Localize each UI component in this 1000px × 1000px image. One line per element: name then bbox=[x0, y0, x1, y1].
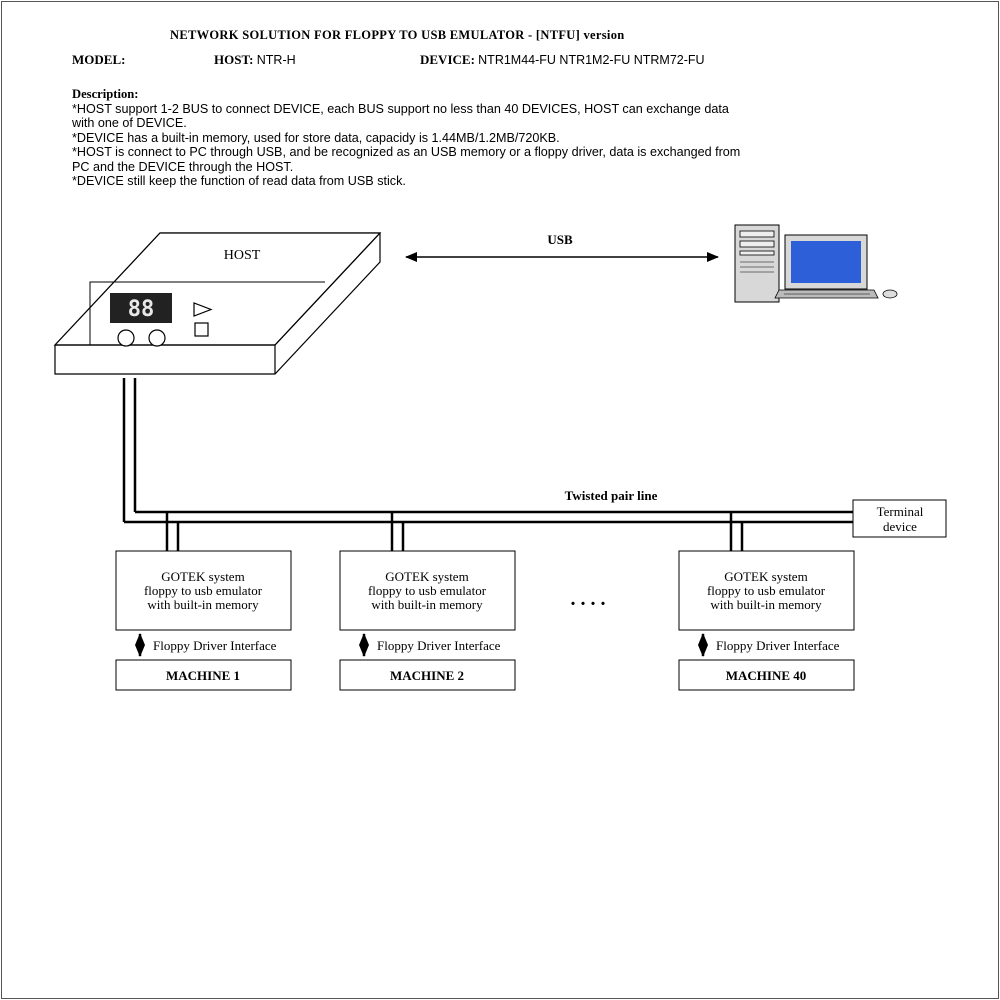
device-line2: floppy to usb emulator bbox=[368, 583, 487, 598]
gotek-device-box bbox=[115, 550, 292, 631]
host-knob-left[interactable] bbox=[117, 329, 135, 347]
host-model: HOST: NTR-H bbox=[214, 52, 296, 67]
bus-drops bbox=[165, 512, 744, 551]
description-line: with one of DEVICE. bbox=[72, 116, 187, 130]
description-line: *HOST is connect to PC through USB, and … bbox=[72, 145, 741, 159]
device-model: DEVICE: NTR1M44-FU NTR1M2-FU NTRM72-FU bbox=[420, 52, 705, 67]
segment-display bbox=[110, 293, 172, 323]
more-devices-ellipsis: . . . . bbox=[571, 588, 606, 610]
interface-label: Floppy Driver Interface bbox=[153, 638, 277, 653]
description-line: *DEVICE still keep the function of read … bbox=[72, 174, 406, 188]
usb-label: USB bbox=[547, 232, 573, 247]
device-line2: floppy to usb emulator bbox=[144, 583, 263, 598]
page-title: NETWORK SOLUTION FOR FLOPPY TO USB EMULA… bbox=[170, 28, 625, 42]
monitor-screen bbox=[791, 241, 861, 283]
machine-box bbox=[339, 659, 516, 691]
description-line: *HOST support 1-2 BUS to connect DEVICE,… bbox=[72, 101, 729, 116]
description-heading: Description: bbox=[72, 87, 139, 101]
terminal-label-line2: device bbox=[883, 519, 917, 534]
machine-label: MACHINE 1 bbox=[166, 668, 240, 683]
interface-label: Floppy Driver Interface bbox=[377, 638, 501, 653]
device-line3: with built-in memory bbox=[371, 597, 483, 612]
device-line3: with built-in memory bbox=[147, 597, 259, 612]
device-line1: GOTEK system bbox=[724, 569, 807, 584]
mouse-icon bbox=[882, 289, 898, 299]
host-unit: HOST 88 bbox=[53, 232, 382, 375]
device-group-40: GOTEK system floppy to usb emulator with… bbox=[678, 550, 855, 691]
host-label: HOST bbox=[224, 248, 261, 263]
machine-label: MACHINE 2 bbox=[390, 668, 464, 683]
gotek-device-box bbox=[339, 550, 516, 631]
device-line3: with built-in memory bbox=[710, 597, 822, 612]
terminal-label-line1: Terminal bbox=[877, 504, 924, 519]
machine-label: MACHINE 40 bbox=[726, 668, 807, 683]
device-line1: GOTEK system bbox=[161, 569, 244, 584]
device-group-2: GOTEK system floppy to usb emulator with… bbox=[339, 550, 516, 691]
host-knob-right[interactable] bbox=[148, 329, 166, 347]
terminal-device-box bbox=[852, 499, 947, 538]
display-digits: 88 bbox=[128, 297, 155, 322]
machine-box bbox=[115, 659, 292, 691]
play-button-icon[interactable] bbox=[193, 302, 213, 317]
interface-label: Floppy Driver Interface bbox=[716, 638, 840, 653]
gotek-device-box bbox=[678, 550, 855, 631]
device-line1: GOTEK system bbox=[385, 569, 468, 584]
machine-box bbox=[678, 659, 855, 691]
pc-computer-icon bbox=[734, 224, 898, 303]
device-line2: floppy to usb emulator bbox=[707, 583, 826, 598]
description-block: Description: *HOST support 1-2 BUS to co… bbox=[72, 87, 972, 189]
description-line: *DEVICE has a built-in memory, used for … bbox=[72, 130, 560, 145]
stop-button-icon[interactable] bbox=[194, 322, 209, 337]
twisted-pair-label: Twisted pair line bbox=[565, 488, 658, 503]
device-group-1: GOTEK system floppy to usb emulator with… bbox=[115, 550, 292, 691]
description-line: PC and the DEVICE through the HOST. bbox=[72, 159, 294, 174]
model-label: MODEL: bbox=[72, 52, 126, 67]
